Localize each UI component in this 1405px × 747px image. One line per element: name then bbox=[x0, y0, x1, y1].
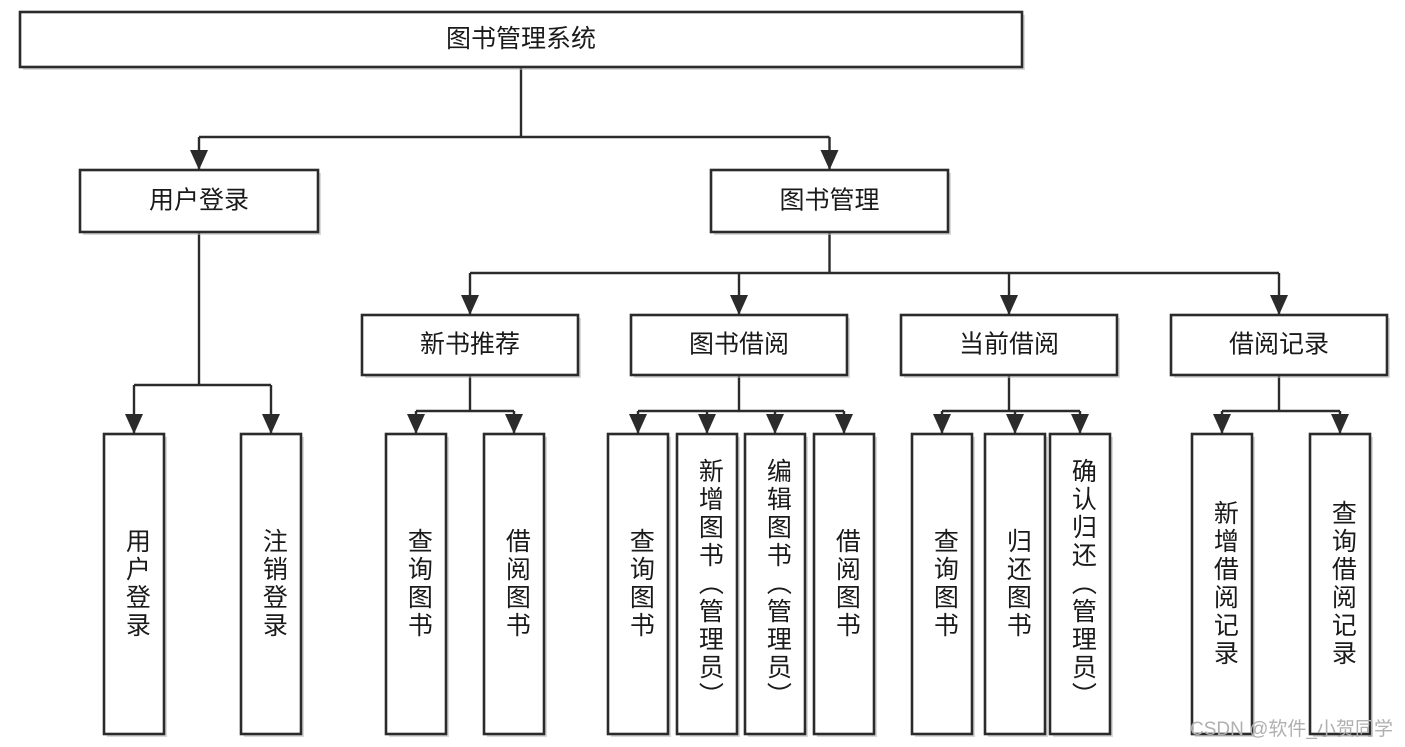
node-leaf-query-book-1: 查询图书 bbox=[384, 432, 449, 737]
node-leaf-edit-book-label: 编辑图书（管理员） bbox=[763, 458, 792, 710]
node-leaf-return-book: 归还图书 bbox=[983, 432, 1048, 737]
node-leaf-borrow-book-1: 借阅图书 bbox=[482, 432, 547, 737]
node-root-system-rect bbox=[18, 10, 1024, 69]
node-leaf-user-login-rect bbox=[102, 432, 166, 736]
node-root-system: 图书管理系统 bbox=[18, 10, 1025, 70]
node-leaf-query-book-1-rect bbox=[384, 432, 448, 736]
node-leaf-query-book-3: 查询图书 bbox=[910, 432, 975, 737]
node-leaf-add-book-rect bbox=[675, 432, 739, 736]
node-leaf-confirm-return-label: 确认归还（管理员） bbox=[1068, 458, 1097, 710]
node-leaf-user-login-label: 用户登录 bbox=[122, 528, 151, 640]
node-book-manage-label: 图书管理 bbox=[779, 187, 879, 215]
node-leaf-borrow-book-1-rect bbox=[482, 432, 546, 736]
new-book-rec-to-leaves-arrow-1 bbox=[505, 414, 523, 434]
node-leaf-add-record-label: 新增借阅记录 bbox=[1210, 500, 1239, 668]
new-book-rec-to-leaves-arrow-0 bbox=[407, 414, 425, 434]
node-leaf-add-record: 新增借阅记录 bbox=[1190, 432, 1255, 737]
node-book-borrow: 图书借阅 bbox=[629, 313, 850, 378]
current-borrow-to-leaves-arrow-2 bbox=[1071, 414, 1089, 434]
node-leaf-query-record-label: 查询借阅记录 bbox=[1328, 500, 1357, 668]
node-borrow-record: 借阅记录 bbox=[1169, 313, 1390, 378]
node-leaf-query-record: 查询借阅记录 bbox=[1308, 432, 1373, 737]
node-borrow-record-label: 借阅记录 bbox=[1229, 331, 1329, 359]
connectors-layer bbox=[125, 67, 1349, 434]
node-leaf-query-book-2-rect bbox=[606, 432, 670, 736]
node-leaf-borrow-book-1-label: 借阅图书 bbox=[502, 528, 531, 640]
node-leaf-query-record-rect bbox=[1308, 432, 1372, 736]
node-leaf-return-book-rect bbox=[983, 432, 1047, 736]
node-user-login-rect bbox=[78, 168, 320, 234]
root-to-l2-arrow-1 bbox=[820, 150, 839, 170]
node-leaf-edit-book-rect bbox=[743, 432, 807, 736]
userlogin-to-leaves-arrow-0 bbox=[125, 414, 143, 434]
node-leaf-add-book-label: 新增图书（管理员） bbox=[695, 458, 724, 710]
bookmanage-to-l3-arrow-2 bbox=[1000, 295, 1018, 315]
node-leaf-borrow-book-2: 借阅图书 bbox=[812, 432, 877, 737]
node-leaf-borrow-book-2-rect bbox=[812, 432, 876, 736]
borrow-record-to-leaves-arrow-1 bbox=[1331, 414, 1349, 434]
node-leaf-add-record-rect bbox=[1190, 432, 1254, 736]
node-leaf-query-book-2-label: 查询图书 bbox=[626, 528, 655, 640]
borrow-record-to-leaves-arrow-0 bbox=[1213, 414, 1231, 434]
node-leaf-borrow-book-2-label: 借阅图书 bbox=[832, 528, 861, 640]
node-leaf-logout: 注销登录 bbox=[239, 432, 304, 737]
book-borrow-to-leaves-arrow-2 bbox=[766, 414, 784, 434]
node-new-book-rec-label: 新书推荐 bbox=[420, 331, 520, 359]
node-leaf-confirm-return: 确认归还（管理员） bbox=[1048, 432, 1113, 737]
node-user-login-label: 用户登录 bbox=[149, 187, 249, 215]
node-leaf-query-book-2: 查询图书 bbox=[606, 432, 671, 737]
node-new-book-rec-rect bbox=[360, 313, 580, 377]
node-leaf-logout-label: 注销登录 bbox=[259, 528, 288, 640]
node-leaf-query-book-3-rect bbox=[910, 432, 974, 736]
current-borrow-to-leaves-arrow-1 bbox=[1006, 414, 1024, 434]
node-leaf-edit-book: 编辑图书（管理员） bbox=[743, 432, 808, 737]
node-root-system-label: 图书管理系统 bbox=[446, 25, 596, 53]
userlogin-to-leaves-arrow-1 bbox=[262, 414, 280, 434]
bookmanage-to-l3-arrow-3 bbox=[1270, 295, 1288, 315]
bookmanage-to-l3-arrow-1 bbox=[730, 295, 748, 315]
node-borrow-record-rect bbox=[1169, 313, 1389, 377]
bookmanage-to-l3-arrow-0 bbox=[461, 295, 479, 315]
node-current-borrow-label: 当前借阅 bbox=[959, 331, 1059, 359]
node-current-borrow: 当前借阅 bbox=[899, 313, 1120, 378]
node-leaf-logout-rect bbox=[239, 432, 303, 736]
current-borrow-to-leaves-arrow-0 bbox=[933, 414, 951, 434]
node-leaf-add-book: 新增图书（管理员） bbox=[675, 432, 740, 737]
node-current-borrow-rect bbox=[899, 313, 1119, 377]
node-book-manage: 图书管理 bbox=[709, 168, 951, 235]
node-user-login: 用户登录 bbox=[78, 168, 321, 235]
book-borrow-to-leaves-arrow-1 bbox=[698, 414, 716, 434]
book-borrow-to-leaves-arrow-0 bbox=[629, 414, 647, 434]
node-leaf-query-book-1-label: 查询图书 bbox=[404, 528, 433, 640]
node-leaf-return-book-label: 归还图书 bbox=[1003, 528, 1032, 640]
node-book-borrow-rect bbox=[629, 313, 849, 377]
node-leaf-query-book-3-label: 查询图书 bbox=[930, 528, 959, 640]
node-book-borrow-label: 图书借阅 bbox=[689, 331, 789, 359]
book-borrow-to-leaves-arrow-3 bbox=[835, 414, 853, 434]
root-to-l2-arrow-0 bbox=[190, 150, 208, 170]
node-book-manage-rect bbox=[709, 168, 950, 234]
node-new-book-rec: 新书推荐 bbox=[360, 313, 581, 378]
boxes-layer: 图书管理系统用户登录图书管理新书推荐图书借阅当前借阅借阅记录用户登录注销登录查询… bbox=[18, 10, 1390, 737]
node-leaf-user-login: 用户登录 bbox=[102, 432, 167, 737]
node-leaf-confirm-return-rect bbox=[1048, 432, 1112, 736]
